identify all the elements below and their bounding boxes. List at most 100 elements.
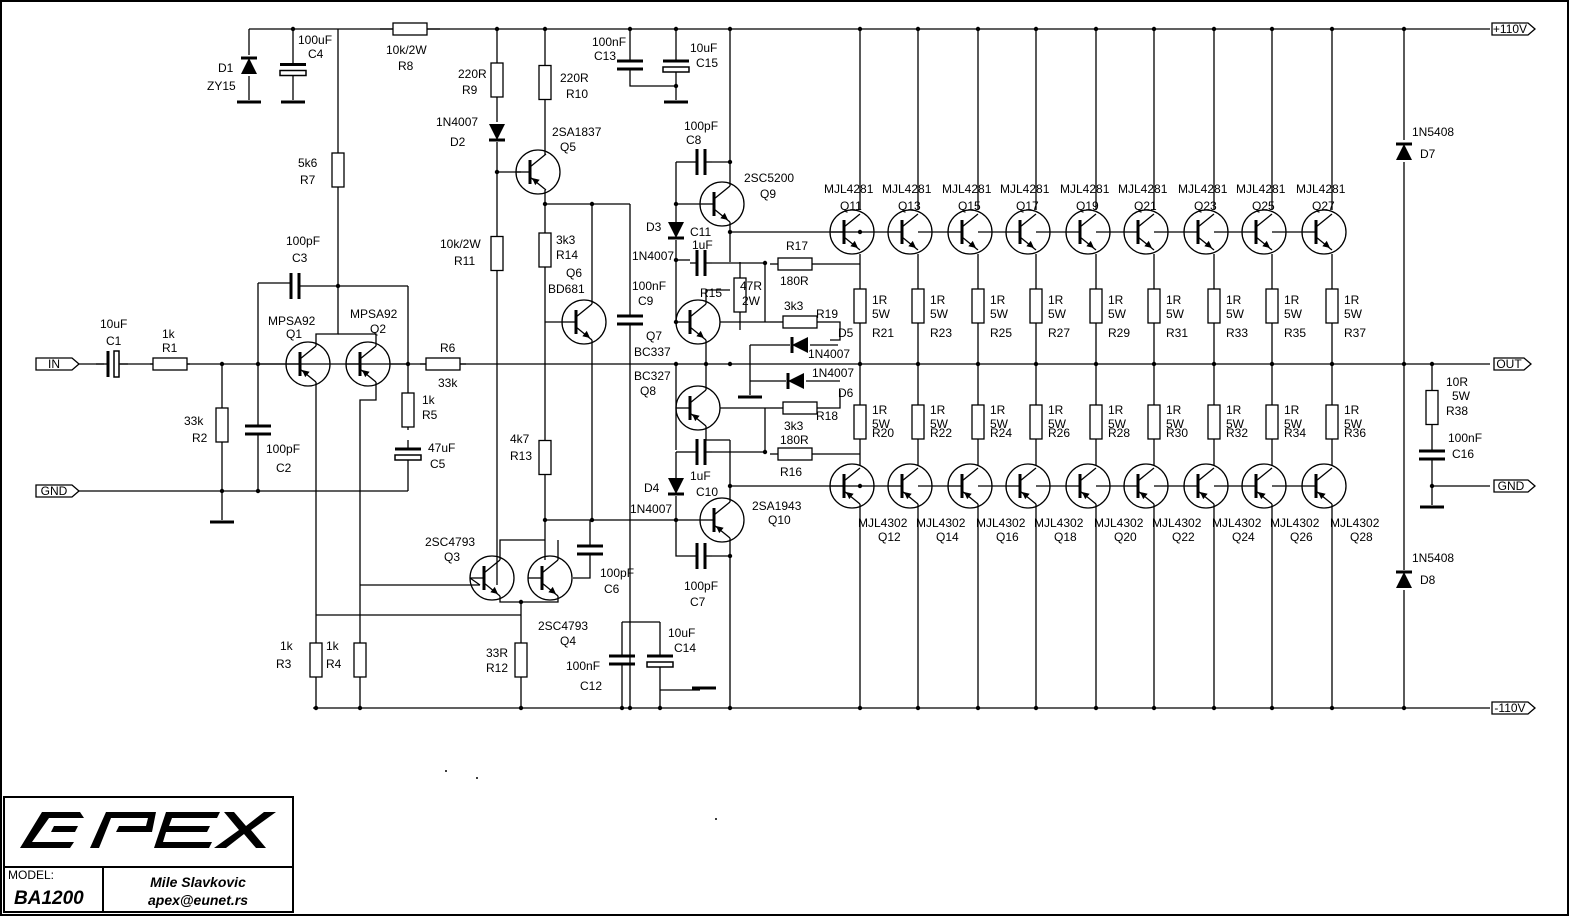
upper-res-ref-6: R31: [1166, 326, 1188, 340]
upper-res-ref-4: R27: [1048, 326, 1070, 340]
c13-capacitor: [617, 59, 643, 71]
junction-dot: [1093, 705, 1099, 711]
q6-transistor: [561, 299, 607, 345]
lower-res-value-9: 1R: [1344, 403, 1360, 417]
lower-res-value-3: 1R: [990, 403, 1006, 417]
r15-power: 2W: [742, 294, 761, 308]
upper-res-power-7: 5W: [1226, 307, 1245, 321]
lower-res-power-2: 5W: [930, 417, 949, 431]
upper-ref-8: Q25: [1252, 199, 1275, 213]
junction-dot: [1401, 26, 1407, 32]
c1-value: 10uF: [100, 317, 127, 331]
lower-ref-1: Q12: [878, 530, 901, 544]
c14-capacitor: [646, 654, 674, 668]
upper-res-ref-1: R21: [872, 326, 894, 340]
junction-dot: [1033, 26, 1039, 32]
r15-ref: R15: [700, 286, 722, 300]
lower-transistor-q24: [1183, 463, 1229, 509]
port-gnd-left-label: GND: [41, 484, 68, 498]
lower-part-8: MJL4302: [1270, 516, 1320, 530]
lower-transistor-q20: [1065, 463, 1111, 509]
lower-res-ref-6: R30: [1166, 426, 1188, 440]
upper-res-power-2: 5W: [930, 307, 949, 321]
junction-dot: [975, 26, 981, 32]
junction-dot: [627, 26, 633, 32]
c16-capacitor: [1419, 449, 1445, 461]
logo-text: APEX: [20, 810, 23, 813]
lower-res-ref-3: R24: [990, 426, 1012, 440]
q8-transistor: [675, 385, 721, 431]
wire: [830, 321, 841, 341]
junction-dot: [290, 26, 296, 32]
r17-ref: R17: [786, 239, 808, 253]
c3-value: 100pF: [286, 234, 320, 248]
c12-value: 100nF: [566, 659, 600, 673]
author-name: Mile Slavkovic: [150, 874, 246, 890]
lower-part-2: MJL4302: [916, 516, 966, 530]
wire: [359, 382, 377, 585]
d5-part: 1N4007: [808, 347, 850, 361]
r38-resistor: [1425, 389, 1439, 426]
q2-part: MPSA92: [350, 307, 398, 321]
d2-ref: D2: [450, 135, 466, 149]
lower-ref-9: Q28: [1350, 530, 1373, 544]
junction-dot: [975, 705, 981, 711]
d3-ref: D3: [646, 220, 662, 234]
lower-res-value-7: 1R: [1226, 403, 1242, 417]
junction-dot: [313, 705, 319, 711]
upper-part-2: MJL4281: [882, 182, 932, 196]
r3-ref: R3: [276, 657, 292, 671]
junction-dot: [673, 26, 679, 32]
c2-ref: C2: [276, 461, 292, 475]
upper-res-power-6: 5W: [1166, 307, 1185, 321]
lower-res-power-4: 5W: [1048, 417, 1067, 431]
upper-res-power-8: 5W: [1284, 307, 1303, 321]
r15-resistor: [733, 277, 747, 313]
junction-dot: [518, 705, 524, 711]
c14-ref: C14: [674, 641, 696, 655]
junction-dot: [1211, 705, 1217, 711]
c12-ref: C12: [580, 679, 602, 693]
upper-res-power-1: 5W: [872, 307, 891, 321]
r8-resistor: [392, 22, 428, 36]
c3-capacitor: [289, 273, 301, 299]
r12-ref: R12: [486, 661, 508, 675]
upper-res-value-3: 1R: [990, 293, 1006, 307]
upper-res-power-3: 5W: [990, 307, 1009, 321]
junction-dot: [357, 705, 363, 711]
upper-emitter-resistor-r21: [853, 288, 867, 324]
d6-part: 1N4007: [812, 366, 854, 380]
port-in-label: IN: [48, 357, 60, 371]
wires: [76, 26, 1490, 711]
port-minus-110v-label: -110V: [1494, 701, 1525, 715]
upper-res-power-5: 5W: [1108, 307, 1127, 321]
r4-resistor: [353, 642, 367, 678]
upper-part-5: MJL4281: [1060, 182, 1110, 196]
q4-transistor: [527, 555, 573, 601]
wire: [629, 80, 676, 87]
q8-part: BC327: [634, 369, 671, 383]
c8-ref: C8: [686, 133, 702, 147]
junction-dot: [1093, 26, 1099, 32]
r11-resistor: [490, 235, 504, 272]
lower-emitter-resistor-r28: [1089, 404, 1103, 440]
port-plus-110v: +110V: [1491, 22, 1536, 36]
lower-transistor-q12: [829, 463, 875, 509]
junction-dot: [727, 483, 733, 489]
d1-value: ZY15: [207, 79, 236, 93]
d7-diode: [1396, 142, 1412, 160]
c7-capacitor: [695, 543, 707, 569]
junction-dot: [219, 361, 225, 367]
wire: [830, 390, 841, 409]
r18-value: 3k3: [784, 419, 804, 433]
lower-emitter-resistor-r22: [911, 404, 925, 440]
r19-resistor: [782, 315, 818, 329]
upper-transistor-q23: [1183, 209, 1229, 255]
c6-value: 100pF: [600, 566, 634, 580]
c1-capacitor: [106, 350, 120, 378]
q5-part: 2SA1837: [552, 125, 602, 139]
c15-value: 10uF: [690, 41, 717, 55]
d1-ref: D1: [218, 61, 234, 75]
